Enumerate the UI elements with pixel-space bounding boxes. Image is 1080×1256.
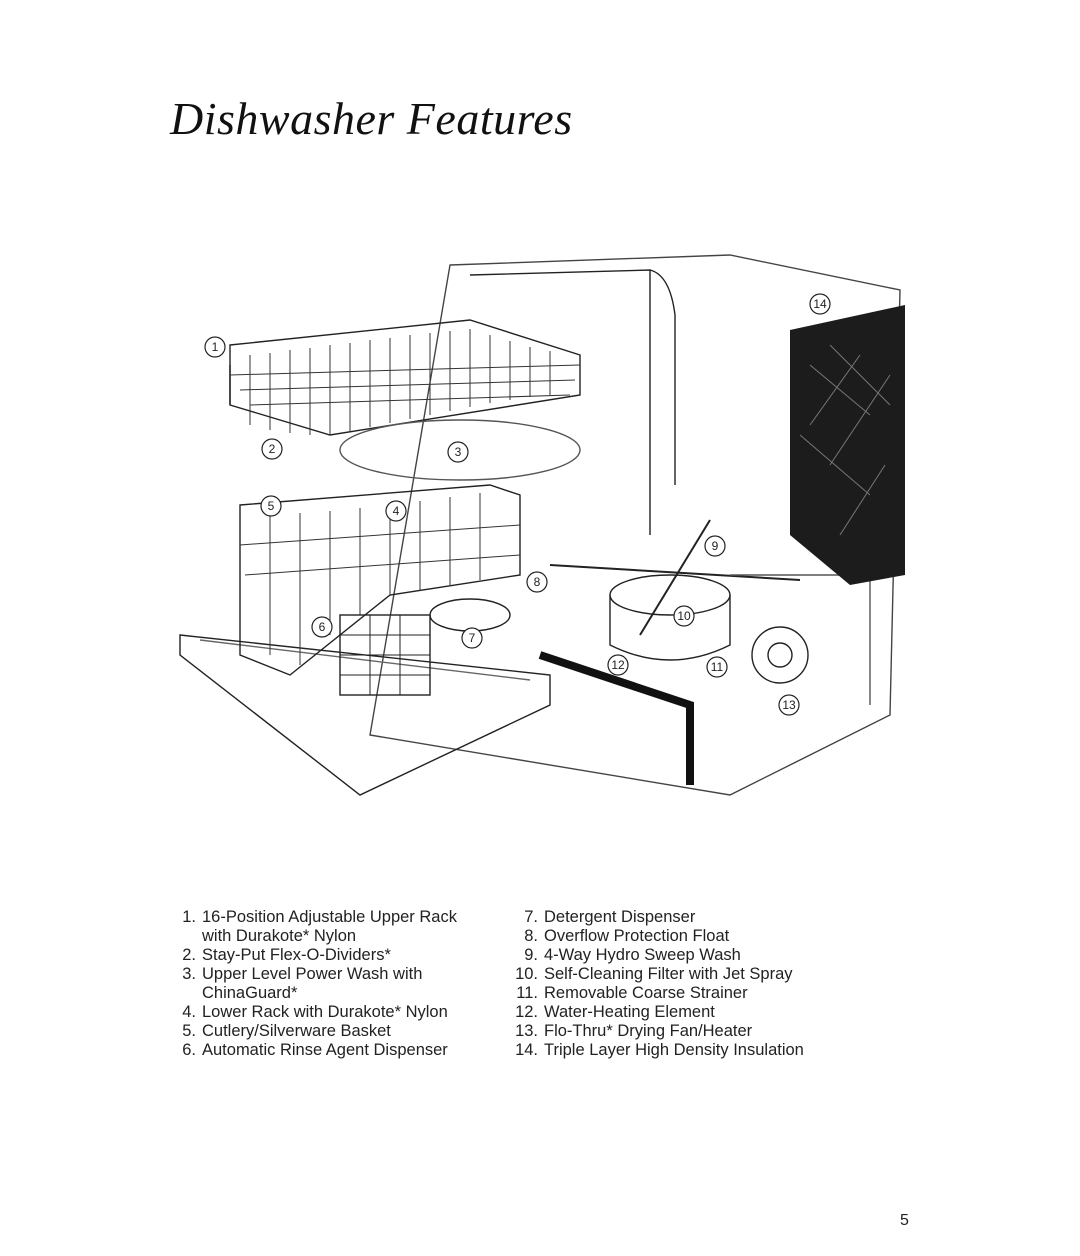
feature-item: with Durakote* Nylon bbox=[168, 927, 508, 946]
svg-text:2: 2 bbox=[269, 442, 276, 456]
feature-item: 3. Upper Level Power Wash with bbox=[168, 965, 508, 984]
feature-item: 6. Automatic Rinse Agent Dispenser bbox=[168, 1041, 508, 1060]
svg-text:6: 6 bbox=[319, 620, 326, 634]
svg-text:3: 3 bbox=[455, 445, 462, 459]
feature-text: 16-Position Adjustable Upper Rack bbox=[202, 908, 457, 926]
callout-2: 2 bbox=[261, 438, 283, 460]
callout-14: 14 bbox=[809, 293, 831, 315]
feature-item: 1. 16-Position Adjustable Upper Rack bbox=[168, 908, 508, 927]
callout-10: 10 bbox=[673, 605, 695, 627]
callout-12: 12 bbox=[607, 654, 629, 676]
svg-text:14: 14 bbox=[813, 297, 827, 311]
feature-number: 2. bbox=[182, 946, 196, 964]
feature-text: Water-Heating Element bbox=[544, 1003, 715, 1021]
svg-text:9: 9 bbox=[712, 539, 719, 553]
feature-number: 14. bbox=[515, 1041, 538, 1059]
feature-number: 9. bbox=[524, 946, 538, 964]
svg-text:1: 1 bbox=[212, 340, 219, 354]
feature-text: Lower Rack with Durakote* Nylon bbox=[202, 1003, 448, 1021]
feature-text: Removable Coarse Strainer bbox=[544, 984, 748, 1002]
feature-number: 1. bbox=[182, 908, 196, 926]
svg-text:7: 7 bbox=[469, 631, 476, 645]
feature-item: 5. Cutlery/Silverware Basket bbox=[168, 1022, 508, 1041]
svg-text:12: 12 bbox=[611, 658, 625, 672]
callout-11: 11 bbox=[706, 656, 728, 678]
page-number: 5 bbox=[900, 1212, 909, 1229]
feature-item: 13. Flo-Thru* Drying Fan/Heater bbox=[510, 1022, 910, 1041]
feature-text: Detergent Dispenser bbox=[544, 908, 696, 926]
callout-1: 1 bbox=[204, 336, 226, 358]
feature-text: ChinaGuard* bbox=[202, 984, 298, 1002]
svg-text:8: 8 bbox=[534, 575, 541, 589]
callout-4: 4 bbox=[385, 500, 407, 522]
svg-text:13: 13 bbox=[782, 698, 796, 712]
svg-text:4: 4 bbox=[393, 504, 400, 518]
callout-8: 8 bbox=[526, 571, 548, 593]
feature-item: ChinaGuard* bbox=[168, 984, 508, 1003]
feature-number: 12. bbox=[515, 1003, 538, 1021]
dishwasher-illustration: 1 2 3 4 5 6 7 8 9 10 11 12 13 14 bbox=[179, 254, 905, 796]
feature-text: 4-Way Hydro Sweep Wash bbox=[544, 946, 741, 964]
feature-number: 3. bbox=[182, 965, 196, 983]
svg-text:10: 10 bbox=[677, 609, 691, 623]
feature-text: Automatic Rinse Agent Dispenser bbox=[202, 1041, 448, 1059]
feature-item: 12. Water-Heating Element bbox=[510, 1003, 910, 1022]
page-title: Dishwasher Features bbox=[170, 93, 573, 144]
feature-text: Upper Level Power Wash with bbox=[202, 965, 423, 983]
feature-number bbox=[168, 927, 202, 946]
feature-number: 13. bbox=[515, 1022, 538, 1040]
feature-text: Stay-Put Flex-O-Dividers* bbox=[202, 946, 391, 964]
feature-number: 11. bbox=[516, 984, 538, 1002]
feature-number: 4. bbox=[182, 1003, 196, 1021]
feature-text: Cutlery/Silverware Basket bbox=[202, 1022, 391, 1040]
feature-item: 11. Removable Coarse Strainer bbox=[510, 984, 910, 1003]
feature-item: 9. 4-Way Hydro Sweep Wash bbox=[510, 946, 910, 965]
feature-number: 5. bbox=[182, 1022, 196, 1040]
callout-3: 3 bbox=[447, 441, 469, 463]
callout-13: 13 bbox=[778, 694, 800, 716]
feature-text: Flo-Thru* Drying Fan/Heater bbox=[544, 1022, 753, 1040]
feature-text: Overflow Protection Float bbox=[544, 927, 730, 945]
feature-number: 7. bbox=[524, 908, 538, 926]
feature-item: 8. Overflow Protection Float bbox=[510, 927, 910, 946]
feature-number: 6. bbox=[182, 1041, 196, 1059]
callout-7: 7 bbox=[461, 627, 483, 649]
svg-text:5: 5 bbox=[268, 499, 275, 513]
svg-text:11: 11 bbox=[711, 660, 724, 674]
feature-number bbox=[168, 984, 202, 1003]
feature-number: 8. bbox=[524, 927, 538, 945]
feature-item: 14. Triple Layer High Density Insulation bbox=[510, 1041, 910, 1060]
features-list-right: 7. Detergent Dispenser 8. Overflow Protecti… bbox=[510, 908, 910, 1060]
feature-item: 7. Detergent Dispenser bbox=[510, 908, 910, 927]
callout-9: 9 bbox=[704, 535, 726, 557]
feature-item: 2. Stay-Put Flex-O-Dividers* bbox=[168, 946, 508, 965]
callout-5: 5 bbox=[260, 495, 282, 517]
feature-number: 10. bbox=[515, 965, 538, 983]
feature-item: 10. Self-Cleaning Filter with Jet Spray bbox=[510, 965, 910, 984]
feature-text: Self-Cleaning Filter with Jet Spray bbox=[544, 965, 793, 983]
callout-6: 6 bbox=[311, 616, 333, 638]
feature-item: 4. Lower Rack with Durakote* Nylon bbox=[168, 1003, 508, 1022]
feature-text: Triple Layer High Density Insulation bbox=[544, 1041, 804, 1059]
feature-text: with Durakote* Nylon bbox=[202, 927, 357, 945]
